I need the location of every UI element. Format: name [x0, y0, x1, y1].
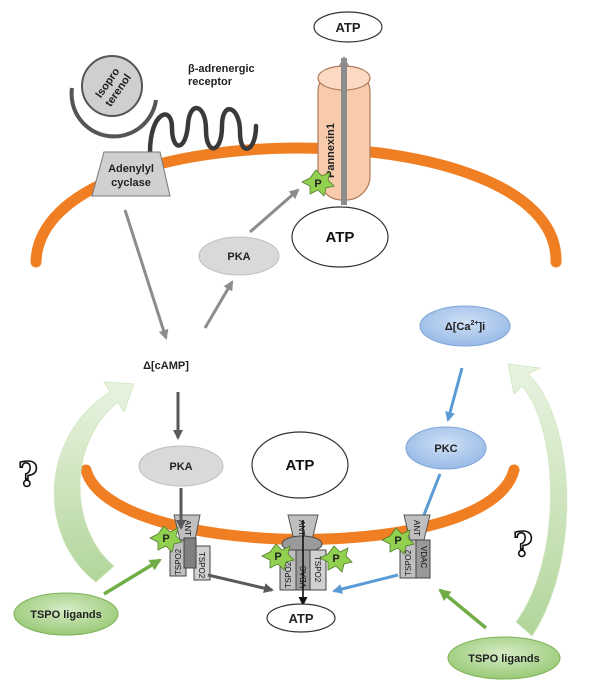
tspo-feedback-arrow-right [507, 363, 568, 637]
svg-text:PKC: PKC [434, 443, 457, 455]
tspo-ligands-left: TSPO ligands [13, 592, 119, 636]
svg-text:TSPO ligands: TSPO ligands [468, 653, 540, 665]
calcium-change-node: Δ[Ca2+]i [419, 305, 511, 347]
atp-extracellular: ATP [313, 11, 383, 43]
arrow-cyclase-to-camp [123, 209, 169, 340]
svg-text:P: P [162, 533, 169, 545]
transport-complex-right: ANT TSPO2 VDAC [399, 514, 431, 579]
arrow-camp-to-pka [203, 280, 234, 329]
atp-released: ATP [266, 603, 336, 633]
arrow-left-complex-to-atp [207, 573, 274, 594]
svg-text:ANT: ANT [297, 520, 306, 536]
atp-mitochondrial: ATP [251, 431, 349, 499]
phospho-right-complex: P [381, 527, 415, 555]
svg-text:TSPO2: TSPO2 [313, 556, 322, 583]
arrow-tspo-left-to-complex [103, 558, 162, 596]
question-mark-right: ? [513, 525, 533, 565]
svg-text:P: P [314, 178, 321, 190]
camp-change-label: Δ[cAMP] [143, 360, 189, 372]
svg-text:cyclase: cyclase [111, 177, 151, 189]
svg-text:ATP: ATP [288, 611, 313, 626]
pka-node-upper: PKA [198, 236, 280, 276]
phospho-pannexin: P [301, 169, 335, 197]
isoproterenol-ligand: Isopro terenol [69, 55, 158, 139]
svg-text:TSPO ligands: TSPO ligands [30, 609, 102, 621]
svg-text:TSPO2: TSPO2 [197, 552, 206, 579]
adenylyl-cyclase: Adenylyl cyclase [91, 151, 171, 197]
svg-text:ANT: ANT [183, 520, 192, 536]
svg-text:Adenylyl: Adenylyl [108, 163, 154, 175]
plasma-membrane [30, 142, 562, 268]
arrow-tspo-right-to-complex [438, 588, 488, 630]
svg-text:ATP: ATP [286, 457, 315, 474]
phospho-center-right: P [319, 545, 353, 573]
svg-text:TSPO2: TSPO2 [284, 561, 293, 588]
phospho-center-left: P [261, 543, 295, 571]
beta-adrenergic-receptor [147, 105, 259, 155]
arrow-right-complex-to-atp [332, 573, 399, 594]
svg-text:PKA: PKA [227, 251, 250, 263]
svg-text:ATP: ATP [335, 20, 360, 35]
arrow-calcium-to-pkc [445, 367, 464, 422]
svg-text:ANT: ANT [412, 520, 421, 536]
pkc-node: PKC [405, 426, 487, 470]
svg-text:P: P [332, 553, 339, 565]
transport-complex-left: ANT TSPO2 TSPO2 [169, 514, 211, 581]
beta-receptor-label-2: receptor [188, 76, 233, 88]
arrow-pka-to-pannexin [249, 188, 300, 234]
beta-receptor-label: β-adrenergic [188, 63, 255, 75]
svg-text:PKA: PKA [169, 461, 192, 473]
svg-text:TSPO2: TSPO2 [404, 549, 413, 576]
svg-text:Δ[Ca2+]i: Δ[Ca2+]i [445, 320, 485, 333]
svg-text:Pannexin1: Pannexin1 [325, 123, 337, 178]
atp-cytosolic: ATP [291, 206, 389, 268]
svg-text:VDAC: VDAC [419, 546, 428, 568]
tspo-feedback-arrow-left [53, 381, 135, 583]
tspo-ligands-right: TSPO ligands [447, 636, 561, 680]
svg-text:TSPO2: TSPO2 [174, 548, 183, 575]
svg-text:ATP: ATP [326, 229, 355, 246]
svg-text:P: P [394, 535, 401, 547]
pannexin1-channel: Pannexin1 [317, 56, 371, 205]
question-mark-left: ? [18, 455, 38, 495]
pka-node-lower: PKA [138, 445, 224, 487]
svg-text:P: P [274, 551, 281, 563]
